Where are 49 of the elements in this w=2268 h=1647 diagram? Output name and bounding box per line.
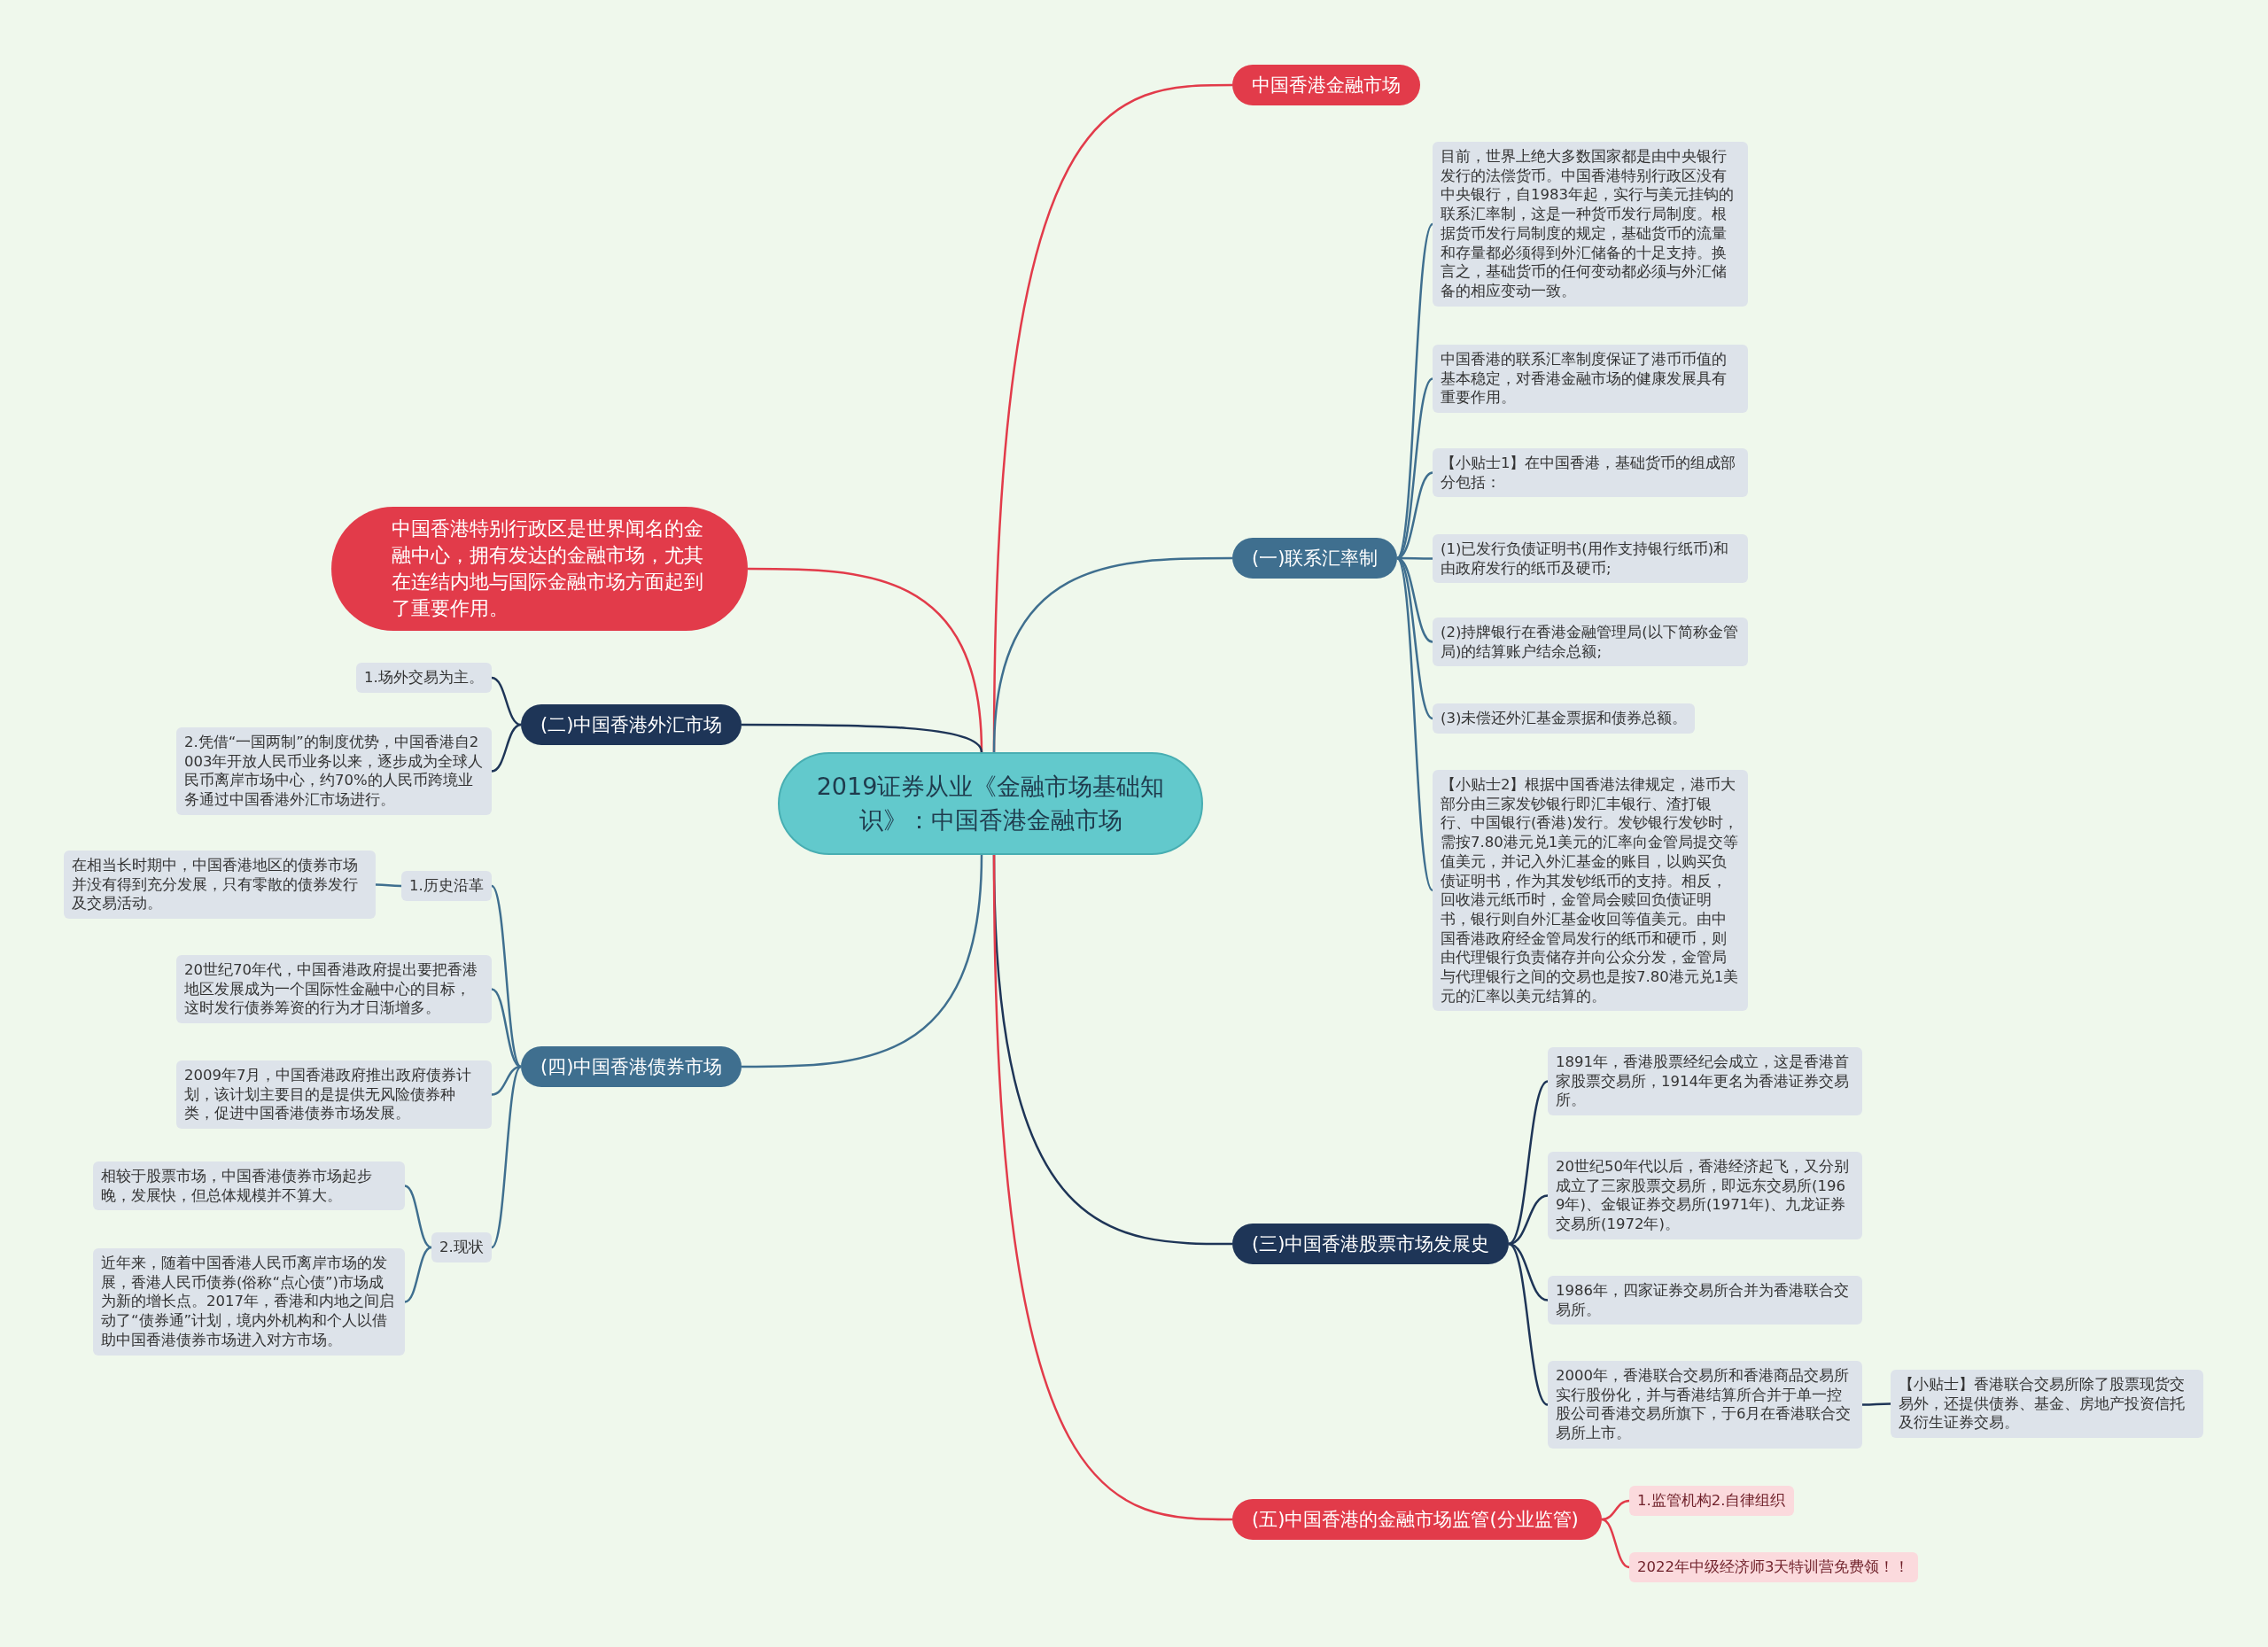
connector-line [491,1066,522,1248]
note-box: 20世纪50年代以后，香港经济起飞，又分别成立了三家股票交易所，即远东交易所(1969年)、金银证券交易所(1971年)、九龙证券交易所(1972年)。 [1548,1152,1862,1239]
note-box: 2.凭借“一国两制”的制度优势，中国香港自2003年开放人民币业务以来，逐步成为全球人民币离岸市场中心，约70%的人民币跨境业务通过中国香港外汇市场进行。 [176,727,492,815]
note-box: 目前，世界上绝大多数国家都是由中央银行发行的法偿货币。中国香港特别行政区没有中央银行，自1983年起，实行与美元挂钩的联系汇率制，这是一种货币发行局制度。根据货币发行局制度的规定，基础货币的流量和存量都必须得到外汇储备的十足支持。换言之，基础货币的任何变动都必须与外汇储备的相应变动一致。 [1433,142,1748,307]
branch-pill: (五)中国香港的金融市场监管(分业监管) [1232,1499,1602,1540]
note-box: 在相当长时期中，中国香港地区的债券市场并没有得到充分发展，只有零散的债券发行及交易活动。 [64,851,376,920]
branch-pill: (二)中国香港外汇市场 [521,704,742,745]
connector-line [992,854,1232,1521]
connector-line [1862,1402,1891,1406]
note-box: 20世纪70年代，中国香港政府提出要把香港地区发展成为一个国际性金融中心的目标，这时发行债券筹资的行为才日渐增多。 [176,955,492,1024]
topic-bubble: 2019证券从业《金融市场基础知识》：中国香港金融市场 [778,752,1203,855]
note-box: (3)未偿还外汇基金票据和债券总额。 [1433,703,1696,734]
note-box: 2000年，香港联合交易所和香港商品交易所实行股份化，并与香港结算所合并于单一控股公司香港交易所旗下，于6月在香港联合交易所上市。 [1548,1361,1862,1449]
connector-line [992,556,1232,753]
note-box: 中国香港的联系汇率制度保证了港币币值的基本稳定，对香港金融市场的健康发展具有重要作用。 [1433,345,1748,414]
connector-line [742,723,983,753]
note-pill: 2022年中级经济师3天特训营免费领！！ [1629,1552,1918,1582]
note-box: 2.现状 [431,1232,492,1262]
connector-line [404,1185,432,1249]
note-box: 1.场外交易为主。 [356,663,492,693]
note-box: (2)持牌银行在香港金融管理局(以下简称金管局)的结算账户结余总额; [1433,618,1748,667]
note-box: 1.历史沿革 [401,871,492,901]
note-box: 1891年，香港股票经纪会成立，这是香港首家股票交易所，1914年更名为香港证券交易所。 [1548,1047,1862,1116]
note-box: 1986年，四家证券交易所合并为香港联合交易所。 [1548,1276,1862,1325]
callout-pill: 中国香港特别行政区是世界闻名的金融中心，拥有发达的金融市场，尤其在连结内地与国际金融市场方面起到了重要作用。 [331,507,748,631]
connector-line [491,676,522,726]
connector-line [376,883,401,888]
branch-pill: (四)中国香港债券市场 [521,1046,742,1087]
note-box: 【小贴士2】根据中国香港法律规定，港币大部分由三家发钞银行即汇丰银行、渣打银行、中国银行(香港)发行。发钞银行发钞时，需按7.80港元兑1美元的汇率向金管局提交等值美元，并记入外汇基金的账目，以购买负债证明书，作为其发钞纸币的支持。相反，回收港元纸币时，金管局会赎回负债证明书，银行则自外汇基金收回等值美元。由中国香港政府经金管局发行的纸币和硬币，则由代理银行负责储存并向公众分发，金管局与代理银行之间的交易也是按7.80港元兑1美元的汇率以美元结算的。 [1433,770,1748,1012]
note-box: 【小贴士1】在中国香港，基础货币的组成部分包括： [1433,448,1748,498]
note-box: 【小贴士】香港联合交易所除了股票现货交易外，还提供债券、基金、房地产投资信托及衍生证券交易。 [1891,1370,2203,1439]
branch-pill: (一)联系汇率制 [1232,538,1398,579]
connector-line [1508,1080,1549,1245]
note-box: (1)已发行负债证明书(用作支持银行纸币)和由政府发行的纸币及硬币; [1433,534,1748,584]
connector-line [1601,1518,1630,1569]
note-box: 相较于股票市场，中国香港债券市场起步晚，发展快，但总体规模并不算大。 [93,1161,405,1211]
connector-line [491,988,522,1068]
connector-line [742,854,983,1068]
note-box: 2009年7月，中国香港政府推出政府债券计划，该计划主要目的是提供无风险债券种类，促进中国香港债券市场发展。 [176,1060,492,1130]
branch-pill: (三)中国香港股票市场发展史 [1232,1224,1510,1264]
branch-pill: 中国香港金融市场 [1232,65,1420,105]
connector-line [1508,1242,1549,1406]
note-pill: 1.监管机构2.自律组织 [1629,1486,1794,1516]
connector-line [491,723,522,773]
connector-line [491,885,522,1068]
connector-line [404,1246,432,1303]
note-box: 近年来，随着中国香港人民币离岸市场的发展，香港人民币债券(俗称“点心债”)市场成为新的增长点。2017年，香港和内地之间启动了“债券通”计划，境内外机构和个人以借助中国香港债券市场进入对方市场。 [93,1248,405,1356]
connector-line [491,1065,522,1096]
connector-line [1601,1499,1630,1521]
